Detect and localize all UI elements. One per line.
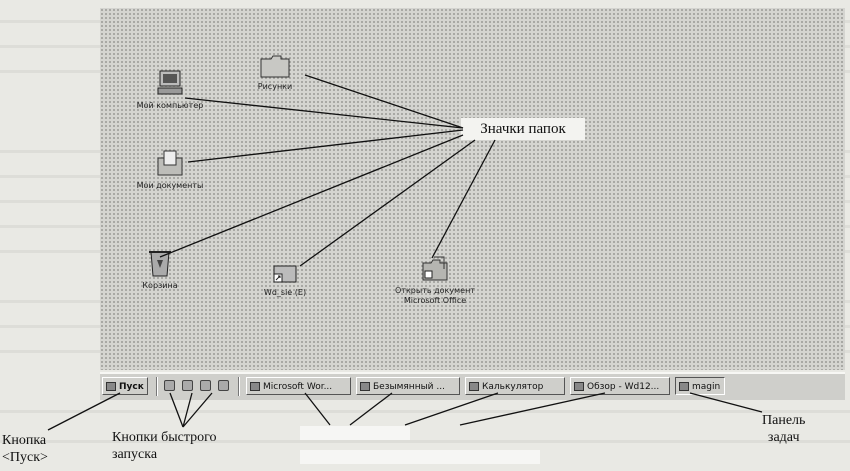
caption-taskbar: Панель задач xyxy=(762,413,806,445)
desktop-icon-label: Мой компьютер xyxy=(136,101,204,110)
tray-icon xyxy=(679,382,689,391)
desktop-icon-my-computer[interactable]: Мой компьютер xyxy=(130,68,210,111)
taskbar-button-paint[interactable]: Безымянный ... xyxy=(356,377,460,395)
channels-icon[interactable] xyxy=(218,380,229,391)
taskbar: Пуск Microsoft Wor... Безымянный ... Кал… xyxy=(100,372,845,400)
start-button[interactable]: Пуск xyxy=(102,377,148,395)
desktop-icon-office-doc[interactable]: Открыть документ Microsoft Office xyxy=(380,253,490,306)
desktop-icon-label: Корзина xyxy=(142,281,178,290)
desktop-icon-recycle-bin[interactable]: Корзина xyxy=(130,246,190,291)
desktop-icon-label: Microsoft Office xyxy=(403,296,467,305)
taskbar-button-explorer[interactable]: Обзор - Wd12... xyxy=(570,377,670,395)
desktop-icon[interactable] xyxy=(200,380,211,391)
documents-folder-icon xyxy=(157,150,183,176)
taskbar-button-label: Безымянный ... xyxy=(373,382,445,392)
desktop-icon-my-documents[interactable]: Мои документы xyxy=(130,148,210,191)
desktop: Мой компьютер Рисунки Мои документы Корз… xyxy=(100,8,845,370)
taskbar-button-label: Обзор - Wd12... xyxy=(587,382,660,392)
desktop-icon-label: Мои документы xyxy=(136,181,204,190)
recycle-bin-icon xyxy=(149,251,171,277)
office-folder-icon xyxy=(422,256,448,281)
ie-icon[interactable] xyxy=(164,380,175,391)
start-button-label: Пуск xyxy=(119,382,144,392)
paint-icon xyxy=(360,382,370,391)
shortcut-icon xyxy=(273,265,297,283)
taskbar-button-label: Microsoft Wor... xyxy=(263,382,333,392)
desktop-icon-pictures[interactable]: Рисунки xyxy=(240,53,310,92)
taskbar-button-calculator[interactable]: Калькулятор xyxy=(465,377,565,395)
word-icon xyxy=(250,382,260,391)
outlook-icon[interactable] xyxy=(182,380,193,391)
folder-icon xyxy=(260,55,290,78)
caption-start: Кнопка <Пуск> xyxy=(2,433,48,465)
desktop-icon-label: Рисунки xyxy=(257,82,293,91)
clock: magin xyxy=(692,382,721,392)
taskbar-button-label: Калькулятор xyxy=(482,382,544,392)
system-tray[interactable]: magin xyxy=(675,377,725,395)
redaction xyxy=(300,426,410,440)
desktop-icon-label: Wd_sie (E) xyxy=(263,288,307,297)
taskbar-separator xyxy=(156,377,158,396)
desktop-icon-label: Открыть документ xyxy=(395,286,475,295)
windows-logo-icon xyxy=(106,382,116,391)
folder-icons-callout: Значки папок xyxy=(461,118,585,140)
calculator-icon xyxy=(469,382,479,391)
taskbar-button-word[interactable]: Microsoft Wor... xyxy=(246,377,351,395)
taskbar-separator xyxy=(238,377,240,396)
desktop-icon-wd-shortcut[interactable]: Wd_sie (E) xyxy=(250,263,320,298)
computer-icon xyxy=(157,70,183,95)
caption-quick-launch: Кнопки быстрого запуска xyxy=(112,430,217,462)
explorer-icon xyxy=(574,382,584,391)
redaction xyxy=(300,450,540,464)
